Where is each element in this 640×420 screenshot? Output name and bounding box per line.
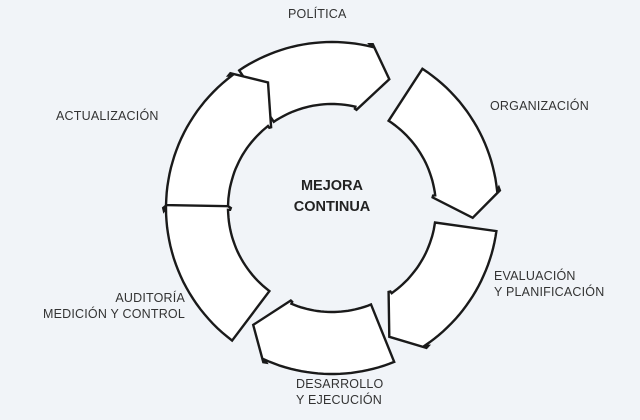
arrow-organizacion bbox=[386, 67, 502, 220]
center-title-line1: MEJORA bbox=[300, 178, 364, 194]
center-title: MEJORA CONTINUA bbox=[272, 176, 392, 218]
step-label-politica: POLÍTICA bbox=[288, 7, 347, 21]
cycle-arrows bbox=[161, 40, 502, 376]
arrow-politica bbox=[237, 40, 391, 124]
arrow-evaluacion bbox=[387, 221, 498, 350]
step-label-actualizacion: ACTUALIZACIÓN bbox=[56, 109, 159, 123]
arrow-actualizacion bbox=[164, 71, 273, 208]
center-title-line2: CONTINUA bbox=[293, 199, 371, 215]
step-label-organizacion: ORGANIZACIÓN bbox=[490, 99, 589, 113]
arrow-desarrollo bbox=[251, 298, 396, 376]
